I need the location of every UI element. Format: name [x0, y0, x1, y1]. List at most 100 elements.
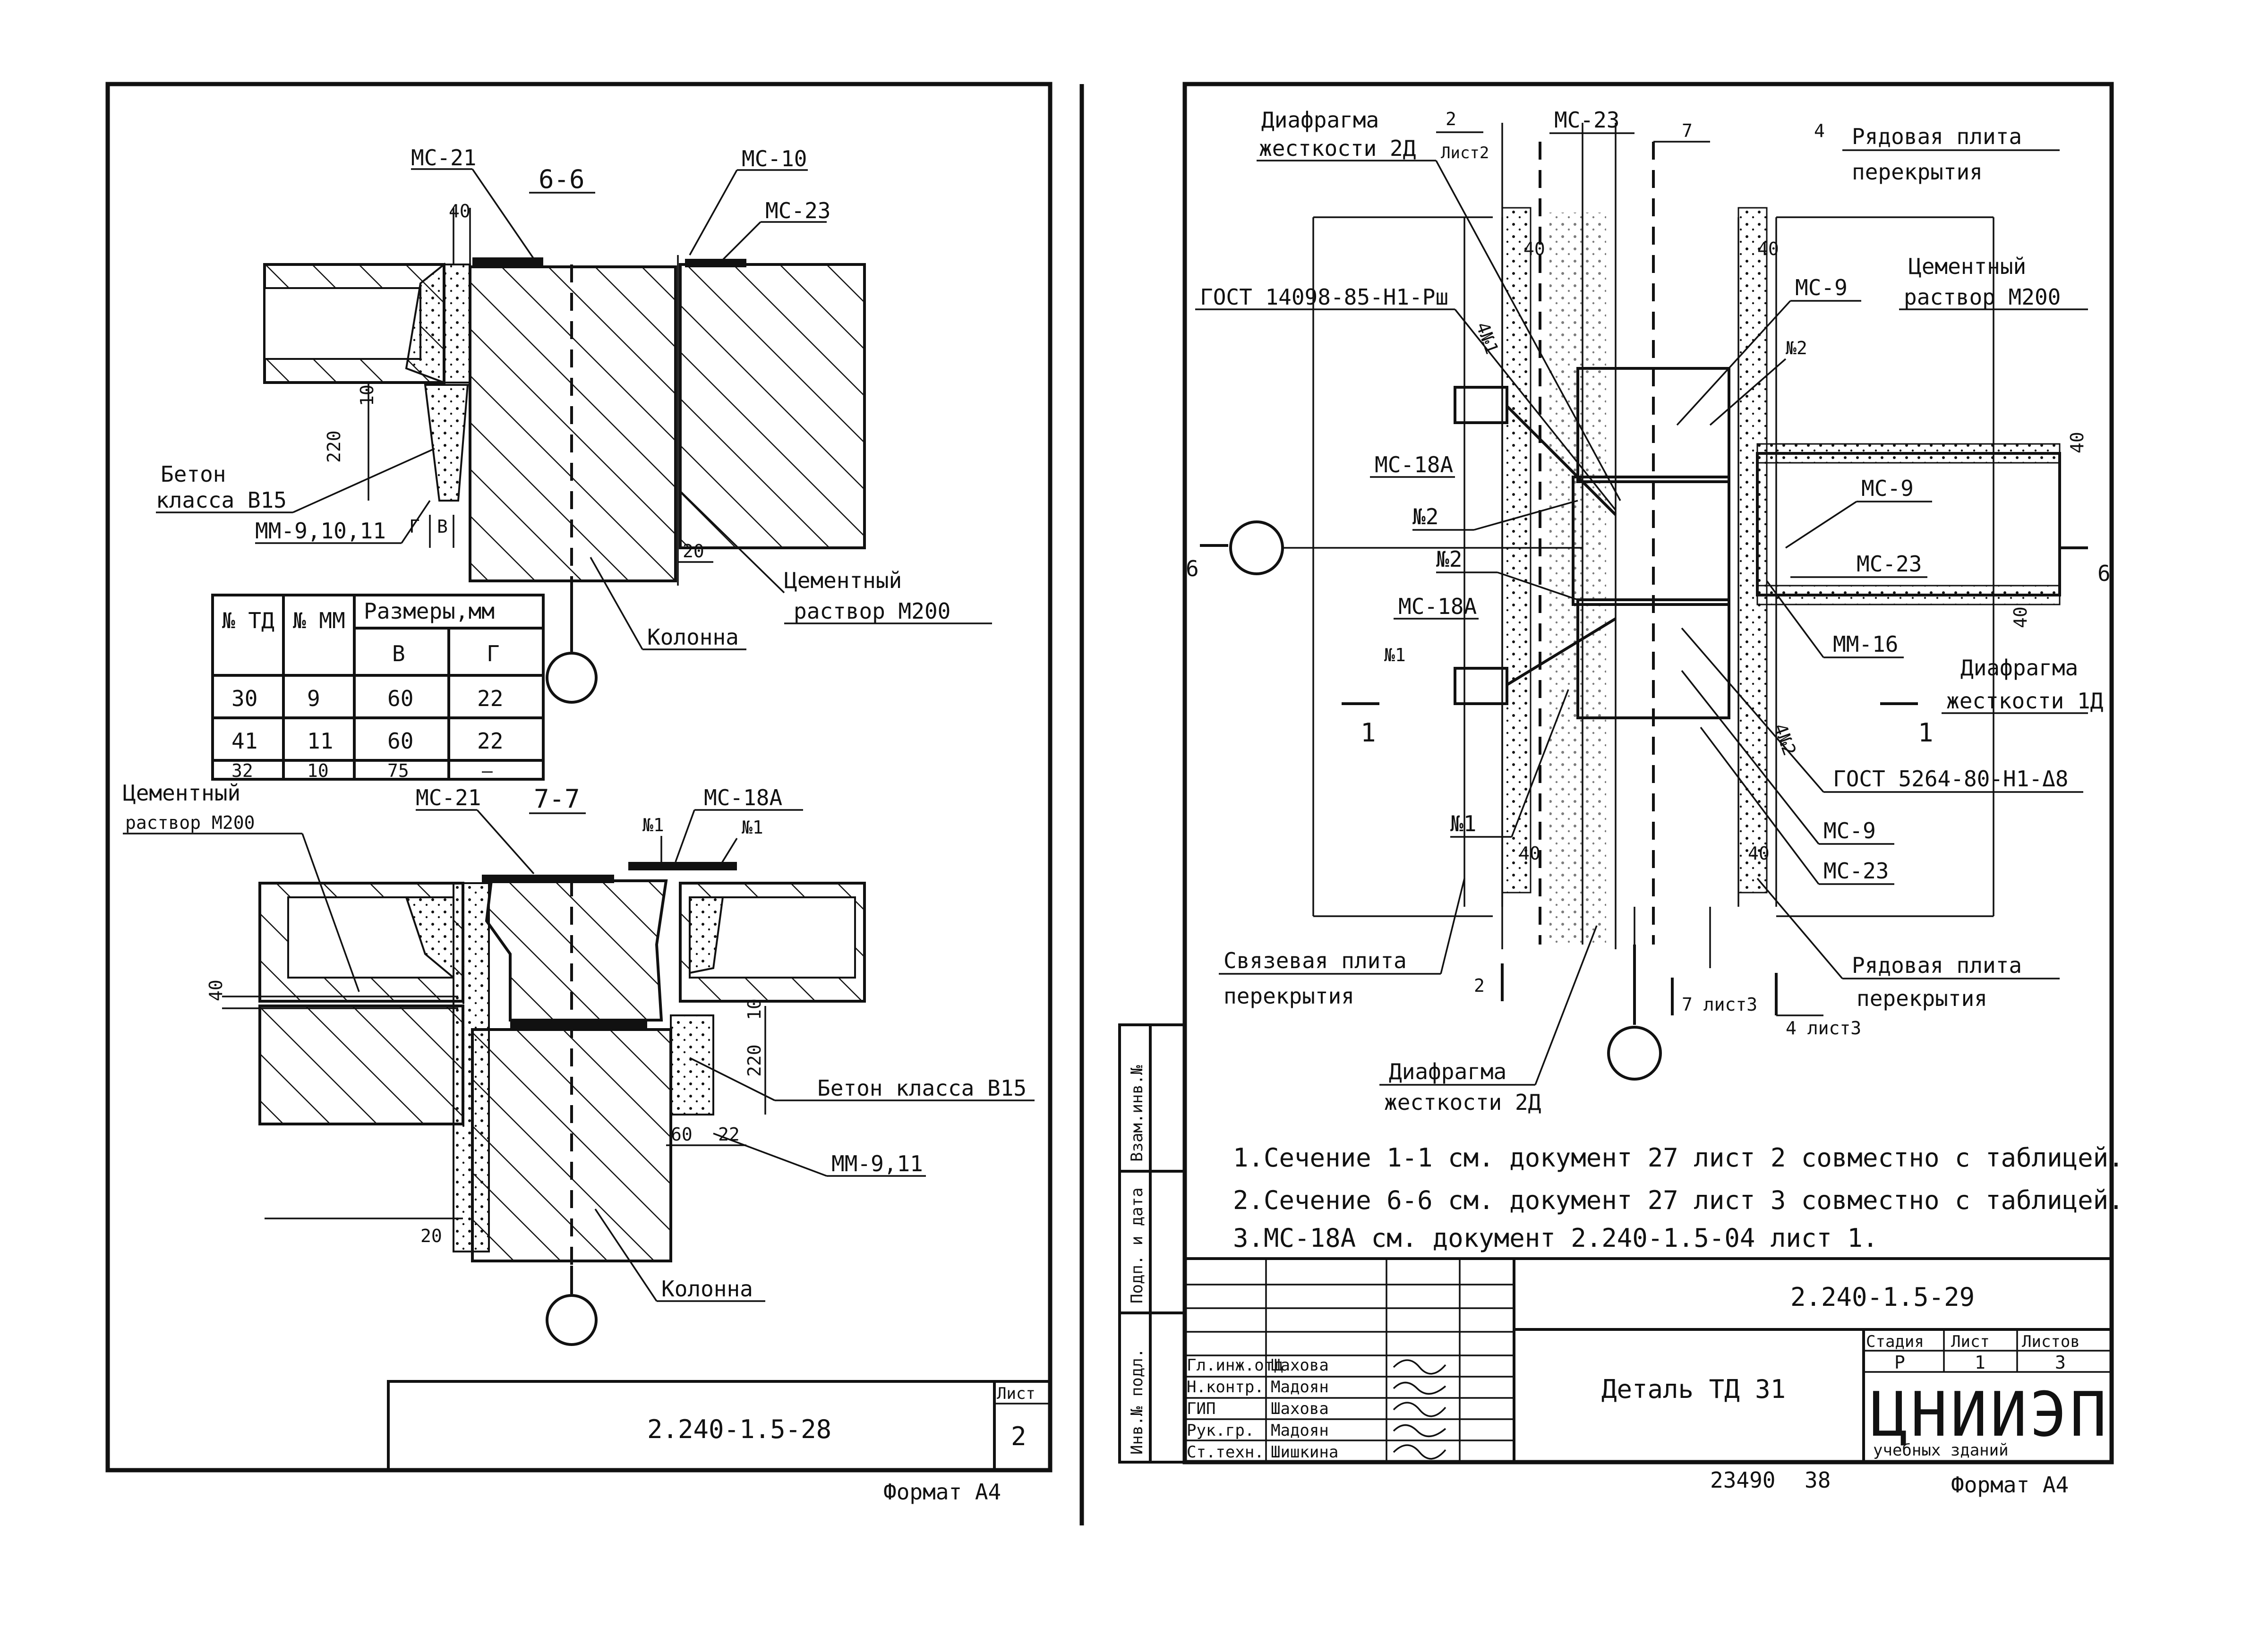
table-row: 41 11 60 22: [231, 728, 503, 754]
signature-row: Н.контр. Мадоян: [1187, 1378, 1329, 1397]
label-gost-14098: ГОСТ 14098-85-Н1-Рш: [1200, 284, 1448, 310]
sheets-label: Листов: [2022, 1332, 2080, 1351]
format-label: Формат А4: [883, 1479, 1001, 1505]
dimensions-table: № ТД № ММ Размеры,мм В Г 30 9 60 22 41 1…: [211, 594, 545, 781]
label-diaphragm-2d-bottom: Диафрагма: [1389, 1059, 1506, 1084]
sheet-label-right: Лист: [1951, 1332, 1990, 1351]
dim-10-2: 10: [744, 998, 765, 1020]
stage-value: Р: [1894, 1352, 1905, 1373]
svg-text:Шахова: Шахова: [1271, 1356, 1329, 1375]
label-n2-a: №2: [1412, 504, 1438, 529]
sheet-label: Лист: [997, 1384, 1035, 1403]
right-sheet: Диафрагма жесткости 2Д 2 Лист2 МС-23 7 4…: [1118, 82, 2124, 1498]
label-n1-b: №1: [742, 817, 763, 838]
plate-ms21: [472, 257, 543, 266]
svg-text:75: 75: [387, 760, 409, 781]
label-ms18a-1: МС-18А: [1375, 452, 1453, 477]
svg-text:Шишкина: Шишкина: [1271, 1443, 1338, 1462]
svg-text:60: 60: [387, 728, 413, 754]
label-mm: ММ-9,10,11: [255, 518, 386, 544]
label-plate-floor: перекрытия: [1852, 159, 1983, 185]
axis-marker: [546, 652, 598, 704]
sheet-value: 1: [1975, 1352, 1985, 1373]
dim-60: 60: [671, 1124, 693, 1145]
cut-1-right: 1: [1918, 718, 1934, 748]
label-mm16: ММ-16: [1833, 631, 1898, 657]
svg-text:22: 22: [477, 728, 503, 754]
label-mm-2: ММ-9,11: [831, 1151, 923, 1176]
label-ms23-top: МС-23: [1554, 107, 1619, 133]
dim-40-a: 40: [1523, 238, 1545, 259]
notes: 1.Сечение 1-1 см. документ 27 лист 2 сов…: [1233, 1143, 2124, 1253]
dim-40: 40: [449, 201, 471, 221]
label-link-plate-floor: перекрытия: [1224, 983, 1354, 1009]
sheet-number: 2: [1011, 1422, 1027, 1451]
svg-text:Шахова: Шахова: [1271, 1399, 1329, 1418]
right-labels: Диафрагма жесткости 2Д 2 Лист2 МС-23 7 4…: [1186, 107, 2111, 1115]
dim-40-2: 40: [205, 979, 226, 1001]
label-ms10: МС-10: [742, 146, 807, 171]
right-document-code: 2.240-1.5-29: [1790, 1282, 1975, 1312]
cut-7: 7 лист3: [1682, 994, 1757, 1015]
note-3: 3.МС-18А см. документ 2.240-1.5-04 лист …: [1233, 1223, 1878, 1253]
label-cement-right: Цементный: [1908, 254, 2026, 279]
joint-plan: [1200, 123, 2061, 1081]
table-row: 30 9 60 22: [231, 686, 503, 711]
label-4n1: 4№1: [1472, 319, 1503, 357]
ref-7: 7: [1682, 120, 1693, 141]
label-gost-5264: ГОСТ 5264-80-Н1-Δ8: [1833, 766, 2069, 792]
label-ms23-mid: МС-23: [1857, 551, 1922, 577]
label-ms9-mid: МС-9: [1861, 476, 1914, 501]
label-n1-a: №1: [642, 815, 664, 835]
handwritten-signatures: [1393, 1359, 1446, 1460]
cut-2: 2: [1474, 975, 1485, 996]
label-diaphragm-2d-stiff: жесткости 2Д: [1259, 136, 1416, 161]
svg-text:9: 9: [307, 686, 320, 711]
svg-text:Мадоян: Мадоян: [1271, 1378, 1329, 1397]
svg-text:Н.контр.: Н.контр.: [1187, 1378, 1264, 1397]
organization-subtitle: учебных зданий: [1873, 1441, 2009, 1460]
label-n2-b: №2: [1436, 546, 1462, 572]
table-header-sizes: Размеры,мм: [364, 598, 495, 624]
ref-2-sheet: Лист2: [1441, 144, 1489, 162]
dim-10: 10: [357, 384, 377, 406]
label-n2-top: №2: [1786, 338, 1807, 358]
dim-220-2: 220: [744, 1044, 765, 1077]
svg-text:Гл.инж.отд: Гл.инж.отд: [1187, 1356, 1284, 1375]
stamp-inventory: Инв.№ подл.: [1128, 1348, 1147, 1455]
label-ms21: МС-21: [411, 145, 476, 170]
label-ms18a: МС-18А: [704, 785, 782, 810]
label-ms23-low: МС-23: [1823, 858, 1889, 884]
svg-text:Мадоян: Мадоян: [1271, 1421, 1329, 1440]
dim-40-right: 40: [2067, 432, 2088, 453]
label-plate-lower-floor: перекрытия: [1857, 986, 1987, 1011]
mark-g: Г: [409, 516, 420, 537]
section-7-7: 7-7 Цементный раствор М200 МС-21: [123, 780, 1035, 1346]
svg-text:11: 11: [307, 728, 333, 754]
inventory-sheet: 38: [1805, 1467, 1831, 1493]
svg-text:10: 10: [307, 760, 329, 781]
dim-40-right-2: 40: [2010, 606, 2031, 628]
label-beton: Бетон: [161, 461, 226, 487]
signature-row: Ст.техн. Шишкина: [1187, 1443, 1338, 1462]
label-diaphragm-1d: Диафрагма: [1960, 655, 2078, 681]
svg-text:60: 60: [387, 686, 413, 711]
svg-text:30: 30: [231, 686, 257, 711]
table-header-td: № ТД: [222, 608, 274, 633]
label-n1-box: №1: [1384, 645, 1406, 665]
plate-box-upper: [1454, 386, 1508, 424]
detail-title: Деталь ТД 31: [1601, 1374, 1786, 1404]
stamp-signature-date: Подп. и дата: [1128, 1187, 1147, 1303]
dim-40-b: 40: [1757, 238, 1779, 259]
plate-ms23: [685, 259, 746, 267]
svg-text:32: 32: [231, 760, 253, 781]
table-row: 32 10 75 —: [231, 760, 493, 781]
section-6-6-title: 6-6: [539, 164, 585, 194]
svg-text:41: 41: [231, 728, 257, 754]
section-6-6: 6-6 40 МС-21 МС-10 МС-: [156, 145, 992, 704]
label-cement-mortar-2: раствор М200: [125, 812, 255, 833]
label-ms18a-2: МС-18А: [1398, 594, 1477, 619]
label-ms9-top: МС-9: [1795, 275, 1848, 300]
label-ms9-low: МС-9: [1823, 818, 1876, 843]
